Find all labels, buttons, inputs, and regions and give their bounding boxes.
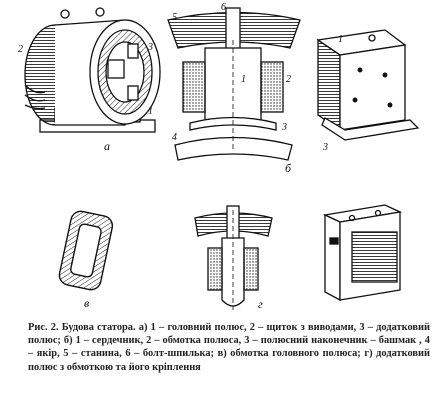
panel-b-part-3: 3 <box>281 122 287 133</box>
stator-figure: 2 3 1 а 6 5 1 2 3 4 б 1 3 <box>18 2 420 311</box>
panel-a-part-2: 2 <box>18 44 23 55</box>
panel-f-aux-pole-3d <box>322 204 403 302</box>
panel-e-laminated-pole <box>316 29 420 141</box>
panel-a-part-3: 3 <box>147 42 153 53</box>
panel-c-coil <box>58 210 114 291</box>
panel-a-part-labels: 2 3 1 а <box>18 42 153 153</box>
panel-e-part-labels: 1 3 <box>322 34 343 153</box>
panel-c-label: в <box>84 296 89 310</box>
panel-a-stator-housing <box>24 7 161 133</box>
panel-b-part-4: 4 <box>172 132 177 143</box>
panel-b-part-labels: 6 5 1 2 3 4 б <box>172 2 292 175</box>
panel-d-label: г <box>258 297 263 311</box>
panel-e-part-1: 1 <box>338 34 343 45</box>
panel-e-part-3: 3 <box>322 142 328 153</box>
panel-b-part-6: 6 <box>221 2 226 13</box>
panel-b-part-1: 1 <box>241 74 246 85</box>
panel-b-part-5: 5 <box>172 12 177 23</box>
panel-d-aux-pole <box>194 205 273 310</box>
panel-a-part-1: 1 <box>148 106 153 117</box>
panel-b-part-2: 2 <box>286 74 291 85</box>
panel-a-label: а <box>104 139 110 153</box>
panel-b-label: б <box>285 161 292 175</box>
figure-caption: Рис. 2. Будова статора. а) 1 – головний … <box>28 322 430 373</box>
panel-b-pole-section <box>167 7 301 161</box>
